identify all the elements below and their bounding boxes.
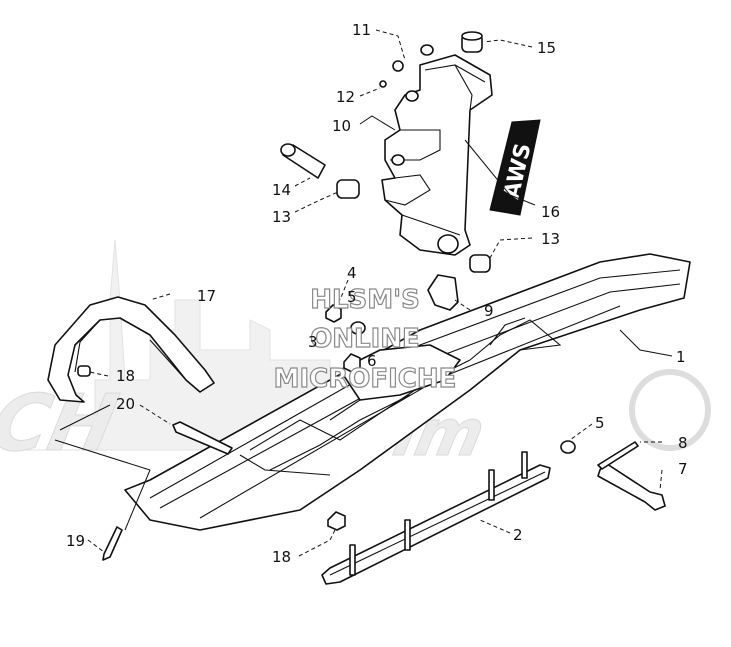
callout-18b: 18	[272, 548, 291, 566]
callout-labels: 1 2 3 4 5 5 6 7 8 9 10 11 12 13 13 14 15…	[66, 21, 688, 566]
callout-5a: 5	[347, 288, 357, 306]
callout-11: 11	[352, 21, 371, 39]
ski-handle	[47, 296, 215, 403]
spindle-decal: AWS	[489, 119, 541, 216]
callout-16: 16	[541, 203, 560, 221]
watermark-line-3: MICROFICHE	[274, 364, 457, 394]
callout-3: 3	[308, 333, 318, 351]
callout-1: 1	[676, 348, 686, 366]
callout-12: 12	[336, 88, 355, 106]
callout-18a: 18	[116, 367, 135, 385]
callout-17: 17	[197, 287, 216, 305]
callout-2: 2	[513, 526, 523, 544]
callout-14: 14	[272, 181, 291, 199]
callout-7: 7	[678, 460, 688, 478]
callout-19: 19	[66, 532, 85, 550]
callout-13b: 13	[541, 230, 560, 248]
watermark-text: HLSM'S ONLINE MICROFICHE	[273, 284, 457, 394]
leader-lines	[54, 29, 673, 557]
callout-20: 20	[116, 395, 135, 413]
callout-15: 15	[537, 39, 556, 57]
small-parts	[77, 31, 666, 561]
callout-4: 4	[347, 264, 357, 282]
watermark-line-1: HLSM'S	[310, 285, 420, 315]
callout-13a: 13	[272, 208, 291, 226]
callout-8: 8	[678, 434, 688, 452]
callout-6: 6	[367, 352, 377, 370]
wear-bar	[321, 451, 551, 585]
callout-9: 9	[484, 302, 494, 320]
spindle	[381, 54, 493, 256]
ski-body	[124, 253, 691, 531]
watermark-line-2: ONLINE	[310, 324, 420, 354]
callout-5b: 5	[595, 414, 605, 432]
callout-10: 10	[332, 117, 351, 135]
